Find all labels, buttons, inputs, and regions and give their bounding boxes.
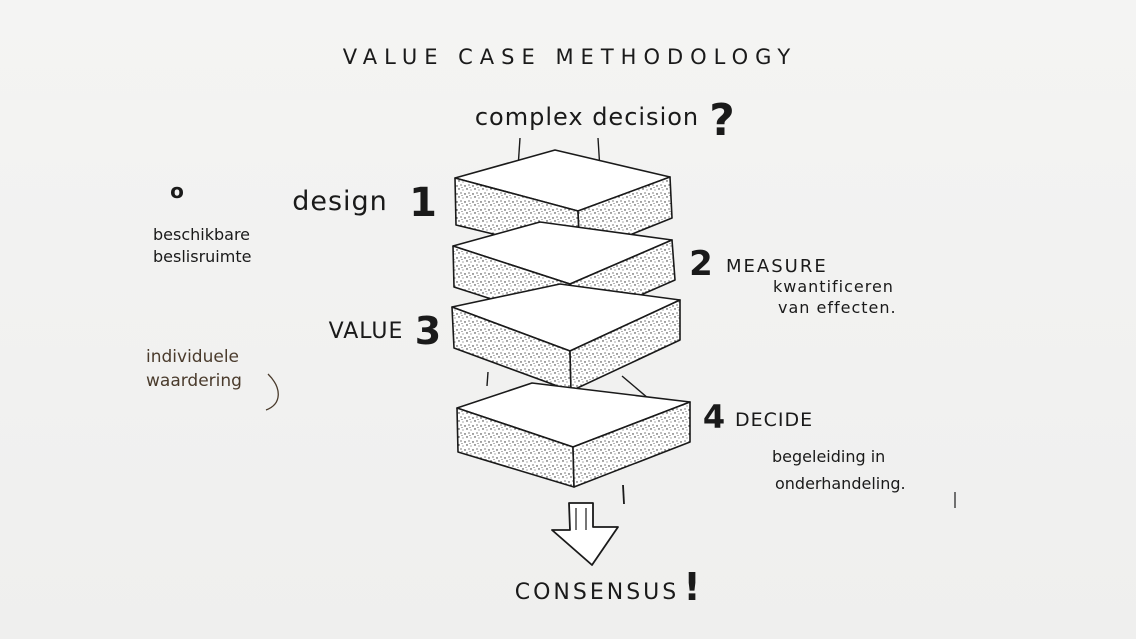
result-label: CONSENSUS xyxy=(515,580,680,605)
block-3 xyxy=(451,283,681,392)
step-2-note-line-2: van effecten. xyxy=(778,298,897,317)
step-3-label: VALUE xyxy=(329,319,404,344)
step-2-label: MEASURE xyxy=(726,256,828,277)
top-label: complex decision xyxy=(475,103,699,131)
question-mark: ? xyxy=(709,95,735,146)
step-4-note-line-2: onderhandeling. xyxy=(775,474,906,493)
step-2-note-line-1: kwantificeren xyxy=(773,277,894,296)
bullet-icon: o xyxy=(170,179,184,203)
step-4-note-line-1: begeleiding in xyxy=(772,447,885,466)
step-1-label: design xyxy=(292,186,388,217)
diagram-title: VALUE CASE METHODOLOGY xyxy=(343,45,797,69)
left-note-1-line-2: beslisruimte xyxy=(153,247,251,266)
block-4 xyxy=(456,382,691,488)
step-4-label: DECIDE xyxy=(735,409,813,431)
exclamation-mark: ! xyxy=(683,565,700,609)
left-note-3-flourish xyxy=(265,373,279,411)
step-4-number: 4 xyxy=(703,398,725,436)
down-arrow-icon xyxy=(551,484,625,566)
left-note-1-line-1: beschikbare xyxy=(153,225,250,244)
left-note-3-line-1: individuele xyxy=(146,347,239,367)
step-2-number: 2 xyxy=(689,244,713,284)
step-3-number: 3 xyxy=(415,309,441,353)
step-1-number: 1 xyxy=(409,180,437,226)
left-note-3-line-2: waardering xyxy=(146,371,242,391)
